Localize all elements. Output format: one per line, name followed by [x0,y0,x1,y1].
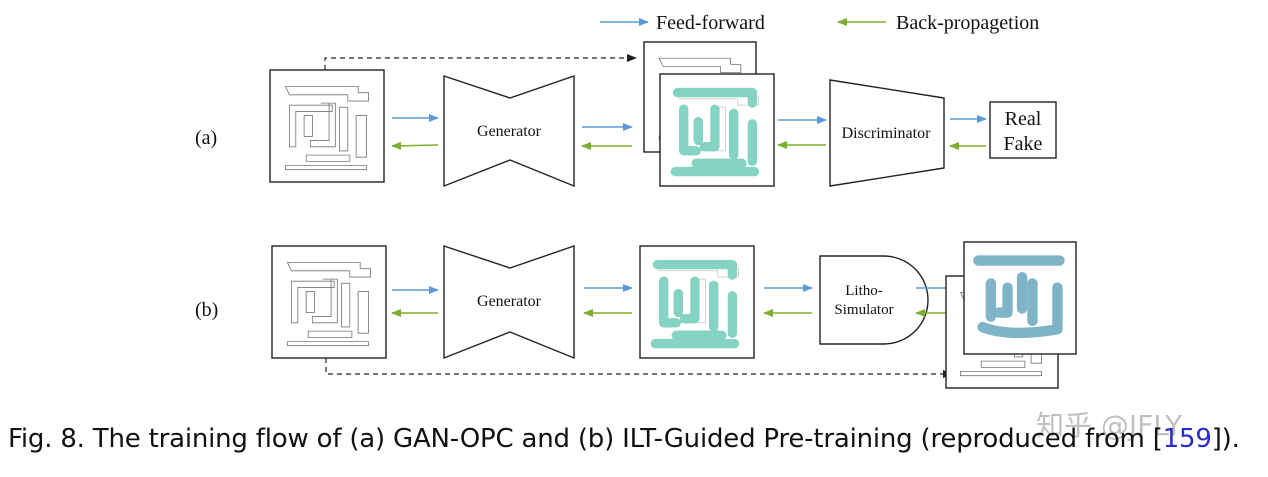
row-b-simulator-label-2: Simulator [834,302,893,318]
legend-feed-forward-label: Feed-forward [656,12,765,34]
legend-back-propagation-label: Back-propagetion [896,12,1039,34]
figure-caption: Fig. 8. The training flow of (a) GAN-OPC… [8,424,1264,454]
row-b-simulator-label-1: Litho- [845,283,883,299]
watermark: 知乎 @JFLY [1036,409,1183,442]
row-a-real-fake-output: Real Fake [989,101,1057,159]
row-a-output-fake: Fake [1004,133,1043,155]
caption-suffix: ]). [1211,424,1240,454]
caption-prefix: Fig. 8. The training flow of (a) GAN-OPC… [8,424,1163,454]
row-a-input-layout [269,69,385,183]
row-a-label: (a) [195,127,217,149]
row-b-generator-label: Generator [477,293,542,310]
row-b-litho-simulator-shape [819,255,929,345]
row-b-generator-shape [443,245,575,360]
row-a-output-real: Real [1005,108,1042,130]
row-a-dashed-link [324,54,637,70]
row-b-input-layout [271,245,387,359]
row-a-generator-shape [443,75,575,188]
row-b-generated-mask [639,245,755,359]
row-b-wafer-image [963,241,1077,355]
row-b-dashed-link [325,358,953,378]
row-a-generated-mask [659,73,775,187]
row-a-discriminator-label: Discriminator [842,125,932,142]
row-a-generator-label: Generator [477,123,542,140]
row-a-discriminator-shape [829,79,945,187]
caption-reference-link[interactable]: 159 [1162,424,1212,454]
row-b-label: (b) [195,299,218,321]
row-a-arrow-bp-1 [391,141,439,150]
